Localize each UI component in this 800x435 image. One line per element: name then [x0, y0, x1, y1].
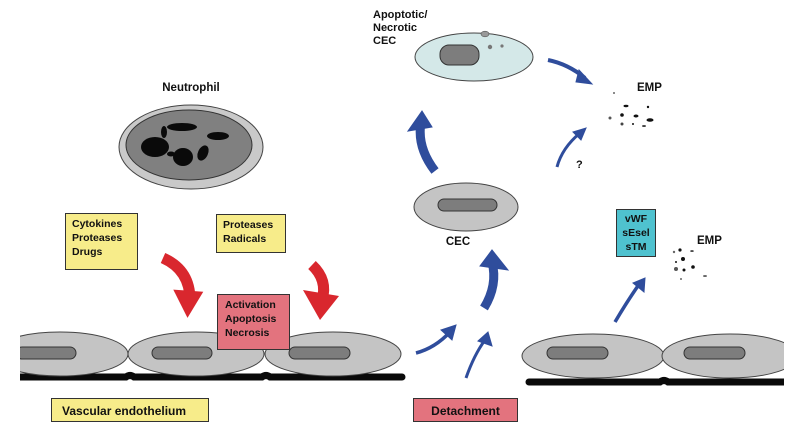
nucleus: [439, 44, 480, 66]
apoptotic-cec-label: Apoptotic/ Necrotic CEC: [373, 9, 430, 47]
emp-top-label: EMP: [637, 82, 662, 94]
nucleus-lobe: [173, 148, 193, 166]
apoptotic-body: [500, 44, 504, 48]
arrow-detachment-to-cec: [479, 249, 510, 311]
basement-membrane: [525, 377, 784, 386]
neutrophil-cell: [118, 104, 264, 190]
endothelium-left: [20, 331, 406, 381]
stimuli-box-proteases: Proteases Radicals: [216, 214, 286, 253]
arrow-right-endothelium-to-emp: [613, 277, 646, 323]
red-arrow-right: [303, 260, 339, 320]
cec-label: CEC: [446, 236, 470, 248]
endothelial-cell: [20, 331, 129, 377]
outcome-item: Apoptosis: [225, 313, 277, 325]
apoptotic-body: [487, 44, 493, 50]
outcome-item: Activation: [225, 299, 276, 311]
emp-right-label: EMP: [697, 235, 722, 247]
endothelial-cell: [661, 333, 784, 379]
stimulus-item: Proteases: [223, 219, 274, 231]
stimulus-item: Proteases: [72, 232, 123, 244]
cec-cell: [413, 182, 519, 232]
stimulus-item: Radicals: [223, 233, 267, 245]
emp-particles-top: [608, 92, 654, 127]
neutrophil-label: Neutrophil: [162, 82, 220, 94]
nucleus: [437, 198, 498, 212]
markers-box: vWF sEsel sTM: [616, 209, 656, 257]
detachment-text: Detachment: [431, 404, 500, 418]
stimulus-item: Cytokines: [72, 218, 123, 230]
outcome-box: Activation Apoptosis Necrosis: [217, 294, 290, 350]
detachment-label: Detachment: [413, 398, 518, 422]
apoptotic-cec-cell: [414, 30, 534, 82]
arrow-lower-center: [464, 331, 493, 379]
marker-item: vWF: [624, 213, 648, 225]
arrow-cec-to-apoptotic: [406, 110, 439, 174]
stimuli-box-cytokines: Cytokines Proteases Drugs: [65, 213, 138, 270]
endothelial-cell: [521, 333, 665, 379]
arrow-apoptotic-to-emp: [547, 58, 594, 85]
emp-particles-right: [672, 248, 707, 280]
vascular-endothelium-text: Vascular endothelium: [62, 404, 187, 418]
arrow-cec-to-emp: [555, 127, 587, 168]
nucleus-lobe: [207, 132, 229, 140]
endothelial-cell: [264, 331, 402, 377]
basement-membrane: [20, 372, 406, 381]
endothelium-right: [521, 333, 784, 386]
marker-item: sTM: [625, 241, 647, 253]
arrow-left-endothelium: [415, 324, 457, 355]
red-arrow-left: [160, 252, 204, 318]
vascular-endothelium-label: Vascular endothelium: [51, 398, 209, 422]
nucleus-lobe: [141, 137, 169, 157]
marker-item: sEsel: [622, 227, 650, 239]
blue-arrows: [406, 58, 646, 379]
nucleus-lobe: [167, 123, 197, 131]
bleb: [480, 30, 490, 38]
question-mark: ?: [576, 159, 583, 171]
stimulus-item: Drugs: [72, 246, 103, 258]
outcome-item: Necrosis: [225, 327, 270, 339]
